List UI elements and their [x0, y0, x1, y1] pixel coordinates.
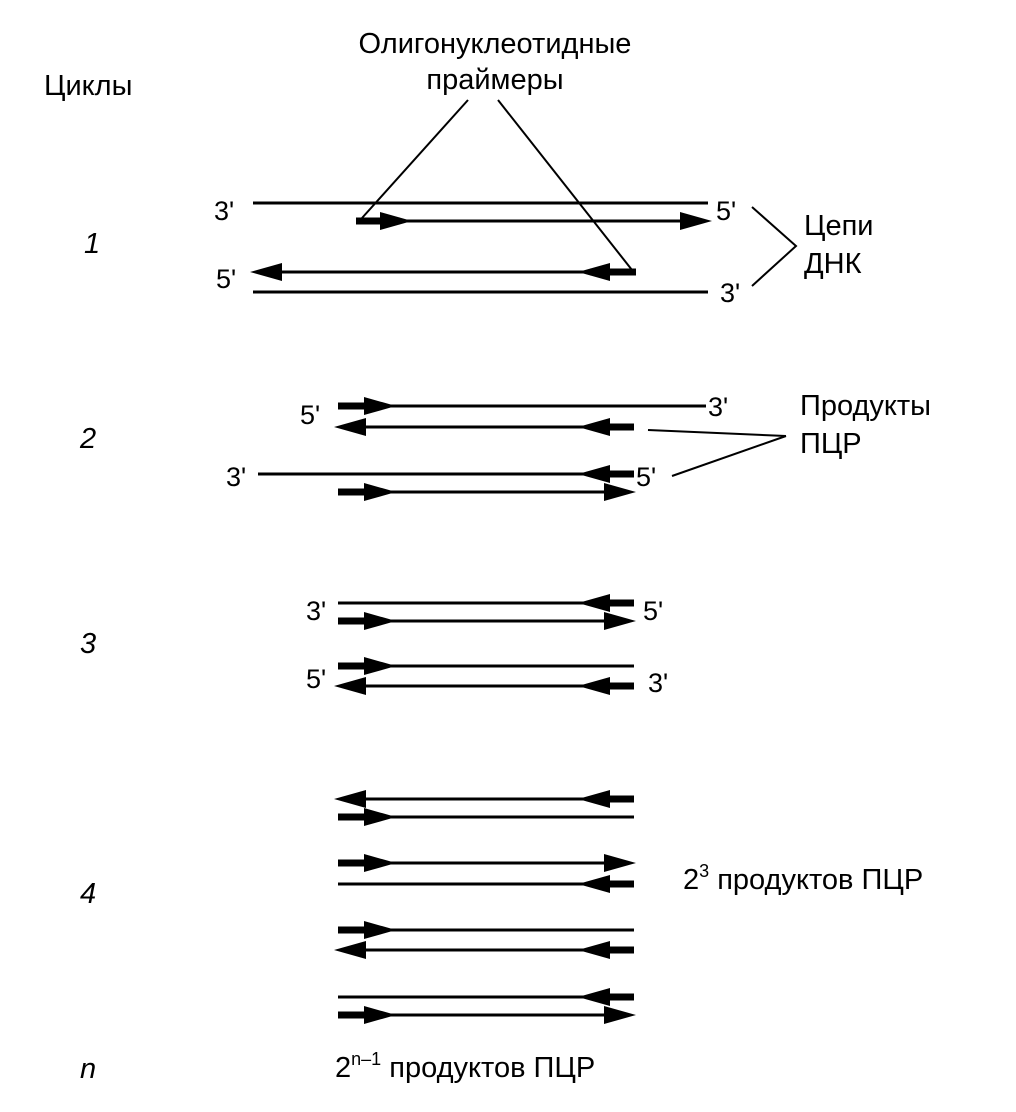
cycle-label-2: 2 — [80, 423, 97, 455]
arrowhead-reverse — [334, 418, 366, 436]
arrowhead-reverse — [578, 594, 610, 612]
cycles-header: Циклы — [44, 70, 133, 102]
arrowhead-forward — [364, 612, 396, 630]
arrowhead-reverse — [578, 988, 610, 1006]
pcr-products-pointer — [671, 435, 787, 477]
dna-chains-label-line1: Цепи — [804, 210, 874, 242]
arrowhead-reverse — [250, 263, 282, 281]
end-label: 3' — [720, 278, 741, 308]
primer-pointer-line — [361, 99, 469, 219]
arrowhead-forward — [680, 212, 712, 230]
arrowhead-reverse — [578, 941, 610, 959]
pcr-products-pointer — [647, 429, 787, 437]
cycle-label-n: n — [80, 1053, 97, 1085]
end-label: 5' — [716, 196, 737, 226]
arrowhead-reverse — [578, 790, 610, 808]
cycle-label-3: 3 — [80, 628, 97, 660]
pcr-products-label-line1: Продукты — [800, 390, 932, 422]
arrowhead-forward — [604, 854, 636, 872]
end-label: 5' — [306, 664, 327, 694]
pcr-products-label-line2: ПЦР — [800, 428, 862, 460]
cycle-label-4: 4 — [80, 878, 97, 910]
arrowhead-forward — [364, 854, 396, 872]
arrowhead-reverse — [334, 941, 366, 959]
arrowhead-forward — [604, 612, 636, 630]
arrowhead-reverse — [578, 418, 610, 436]
end-label: 5' — [643, 596, 664, 626]
dna-chains-bracket — [751, 206, 798, 287]
primer-pointer-line — [497, 99, 633, 271]
cycle-label-1: 1 — [84, 228, 101, 260]
arrowhead-forward — [364, 808, 396, 826]
end-label: 3' — [226, 462, 247, 492]
arrowhead-forward — [364, 397, 396, 415]
products-count-2-n: 2n–1 продуктов ПЦР — [335, 1049, 596, 1084]
arrowhead-forward — [364, 921, 396, 939]
products-count-2-3: 23 продуктов ПЦР — [683, 861, 924, 896]
arrowhead-reverse — [334, 677, 366, 695]
arrowhead-forward — [380, 212, 412, 230]
end-label: 3' — [214, 196, 235, 226]
end-label: 3' — [708, 392, 729, 422]
end-label: 5' — [216, 264, 237, 294]
arrowhead-forward — [364, 1006, 396, 1024]
arrowhead-reverse — [578, 263, 610, 281]
end-label: 5' — [300, 400, 321, 430]
arrowhead-reverse — [578, 875, 610, 893]
arrowhead-reverse — [334, 790, 366, 808]
arrowhead-forward — [604, 483, 636, 501]
arrowhead-forward — [364, 657, 396, 675]
end-label: 3' — [306, 596, 327, 626]
arrowhead-reverse — [578, 677, 610, 695]
dna-chains-label-line2: ДНК — [804, 248, 862, 280]
primers-header-line2: праймеры — [426, 64, 564, 96]
arrowhead-reverse — [578, 465, 610, 483]
primers-header-line1: Олигонуклеотидные — [358, 28, 632, 60]
arrowhead-forward — [604, 1006, 636, 1024]
end-label: 5' — [636, 462, 657, 492]
end-label: 3' — [648, 668, 669, 698]
arrowhead-forward — [364, 483, 396, 501]
